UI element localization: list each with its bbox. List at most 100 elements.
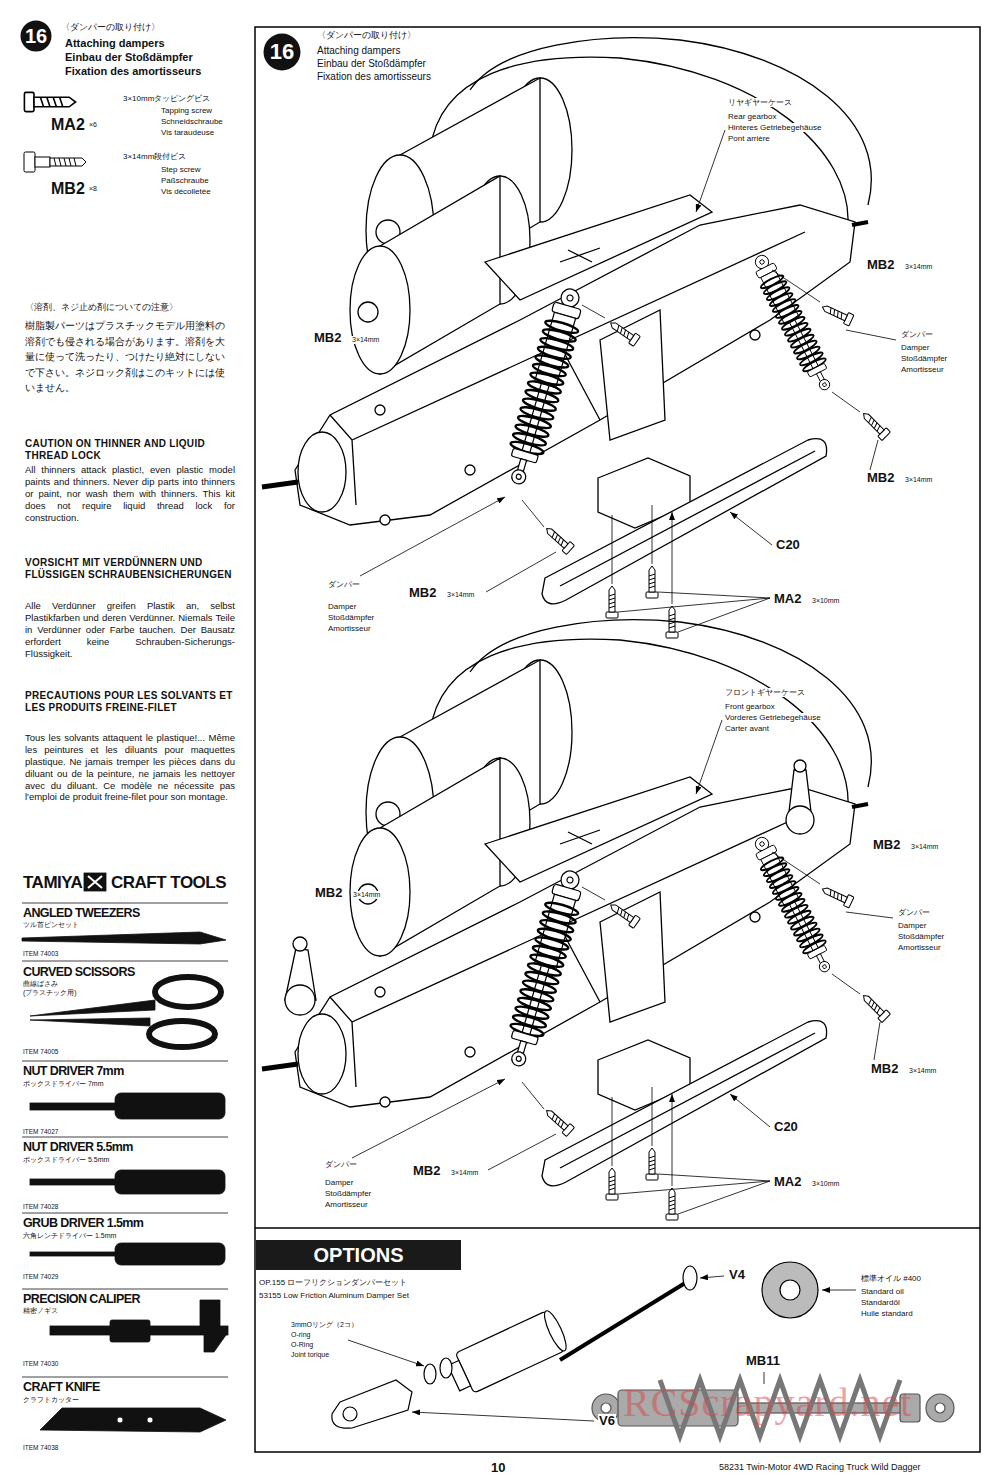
note-text: 〈ダンパーの取り付け〉 xyxy=(60,22,161,32)
leader-line xyxy=(874,1022,880,1060)
option-parts xyxy=(445,1308,571,1398)
item-number: ITEM 74027 xyxy=(22,1128,59,1135)
front-steering xyxy=(285,760,814,1015)
leader-line xyxy=(696,720,722,794)
tool-illustrations xyxy=(115,1170,225,1194)
part-code: MA2 xyxy=(773,1175,802,1190)
part-caption: Damper xyxy=(900,343,930,352)
part-caption: Stoßdämpfer xyxy=(897,932,945,941)
dimension-text: 精密ノギス xyxy=(22,1307,59,1315)
screw-legend xyxy=(35,157,50,167)
step-circle xyxy=(21,21,52,52)
part-caption: Carter avant xyxy=(724,724,770,733)
dimension-text: 六角レンチドライバー 1.5mm xyxy=(22,1232,117,1240)
front-steering xyxy=(285,985,315,1015)
tool-illustrations xyxy=(40,1408,226,1432)
screw-code: MA2 xyxy=(50,116,86,134)
front-steering xyxy=(293,937,307,951)
tool-illustrations xyxy=(110,1320,150,1342)
band-fill xyxy=(256,1240,461,1270)
assembled-damper xyxy=(926,1394,954,1422)
tool-name: NUT DRIVER 5.5mm xyxy=(22,1140,134,1154)
option-parts xyxy=(762,1262,818,1318)
item-number: ITEM 74005 xyxy=(22,1048,59,1055)
tool-illustrations xyxy=(84,873,106,891)
dimension-text: ×8 xyxy=(88,185,98,193)
part-code: V6 xyxy=(598,1414,616,1429)
part-caption: フロントギヤーケース xyxy=(724,688,806,697)
step-number-text: 16 xyxy=(270,41,294,63)
front-steering xyxy=(794,760,806,772)
caution-heading: PRECAUTIONS POUR LES SOLVANTS ET LES PRO… xyxy=(24,690,236,713)
option-parts xyxy=(343,1407,357,1421)
leader-line xyxy=(352,1079,505,1158)
tool-illustrations xyxy=(22,903,228,1377)
tool-name: CURVED SCISSORS xyxy=(22,965,136,979)
screw-code: MB2 xyxy=(50,180,86,198)
item-number: ITEM 74029 xyxy=(22,1273,59,1280)
part-caption: Tapping screw xyxy=(160,106,213,115)
part-code: C20 xyxy=(775,538,801,553)
dimension-text: O-Ring xyxy=(290,1341,314,1349)
part-code: MB2 xyxy=(866,258,895,273)
part-code: MB2 xyxy=(408,586,437,601)
leader-line xyxy=(730,1094,770,1127)
part-code: MB2 xyxy=(412,1164,441,1179)
option-parts xyxy=(440,1358,452,1378)
part-caption: Hinteres Getriebegehäuse xyxy=(727,123,822,132)
part-caption: 53155 Low Friction Aluminum Damper Set xyxy=(258,1291,410,1300)
caution-heading: CAUTION ON THINNER AND LIQUID THREAD LOC… xyxy=(24,438,236,461)
dimension-text: 3×14mm xyxy=(446,591,475,599)
item-number: ITEM 74030 xyxy=(22,1360,59,1367)
tool-illustrations xyxy=(88,876,102,888)
dimension-text: ボックスドライバー 5.5mm xyxy=(22,1156,110,1164)
option-parts xyxy=(541,1308,570,1353)
tool-name: NUT DRIVER 7mm xyxy=(22,1064,125,1078)
part-caption: Vorderes Getriebegehäuse xyxy=(724,713,822,722)
part-caption: Rear gearbox xyxy=(727,112,777,121)
part-caption: Schneidschraube xyxy=(160,117,224,126)
dimension-text: ボックスドライバー 7mm xyxy=(22,1080,105,1088)
tool-illustrations xyxy=(30,1252,115,1256)
tool-illustrations xyxy=(117,1417,123,1423)
screw-legend xyxy=(24,152,35,172)
step-circle xyxy=(264,34,301,71)
part-caption: ダンパー xyxy=(324,1160,358,1169)
frame xyxy=(255,1227,980,1229)
dimension-text: ×6 xyxy=(88,121,98,129)
part-code: MB2 xyxy=(866,471,895,486)
leader-line xyxy=(348,130,896,1421)
part-caption: Amortisseur xyxy=(897,943,942,952)
caution-body: Tous les solvants attaquent le plastique… xyxy=(24,732,236,803)
note-text: 58231 Twin-Motor 4WD Racing Truck Wild D… xyxy=(718,1462,921,1472)
part-code: V4 xyxy=(728,1268,746,1283)
tool-name: CRAFT KNIFE xyxy=(22,1380,101,1394)
step-heading: Einbau der Stoßdämpfer xyxy=(64,51,194,64)
caution-body: All thinners attack plastic!, even plast… xyxy=(24,464,236,523)
dimension-text: 3×10mm xyxy=(811,597,840,605)
section-band: OPTIONS xyxy=(256,1240,461,1270)
tool-name: GRUB DRIVER 1.5mm xyxy=(22,1216,144,1230)
node-text-group: OPTIONS xyxy=(313,1245,403,1265)
assembled-damper xyxy=(601,1403,611,1413)
frame xyxy=(255,27,980,1452)
tool-illustrations xyxy=(115,1093,225,1119)
dimension-text: 3×14mm xyxy=(910,843,939,851)
note-text: 〈溶剤、ネジ止め剤についての注意〉 xyxy=(24,302,179,312)
part-caption: Standard oil xyxy=(860,1287,905,1296)
dimension-text: O-ring xyxy=(290,1331,311,1339)
dimension-text: クラフトカッター xyxy=(22,1396,80,1404)
part-caption: Paßschraube xyxy=(160,176,210,185)
dimension-text: 3×14mm xyxy=(908,1067,937,1075)
item-number: ITEM 74003 xyxy=(22,950,59,957)
part-code: MB2 xyxy=(870,1062,899,1077)
part-caption: Pont arrière xyxy=(727,134,771,143)
node-text-group: 16 xyxy=(270,41,294,63)
dimension-text: Joint torique xyxy=(290,1351,330,1359)
tool-illustrations xyxy=(149,1021,215,1047)
part-code: MB2 xyxy=(313,331,342,346)
assembled-damper xyxy=(935,1403,945,1413)
step-number: 16 xyxy=(20,20,52,52)
step-heading: Fixation des amortisseurs xyxy=(64,65,202,78)
part-caption: Amortisseur xyxy=(324,1200,369,1209)
